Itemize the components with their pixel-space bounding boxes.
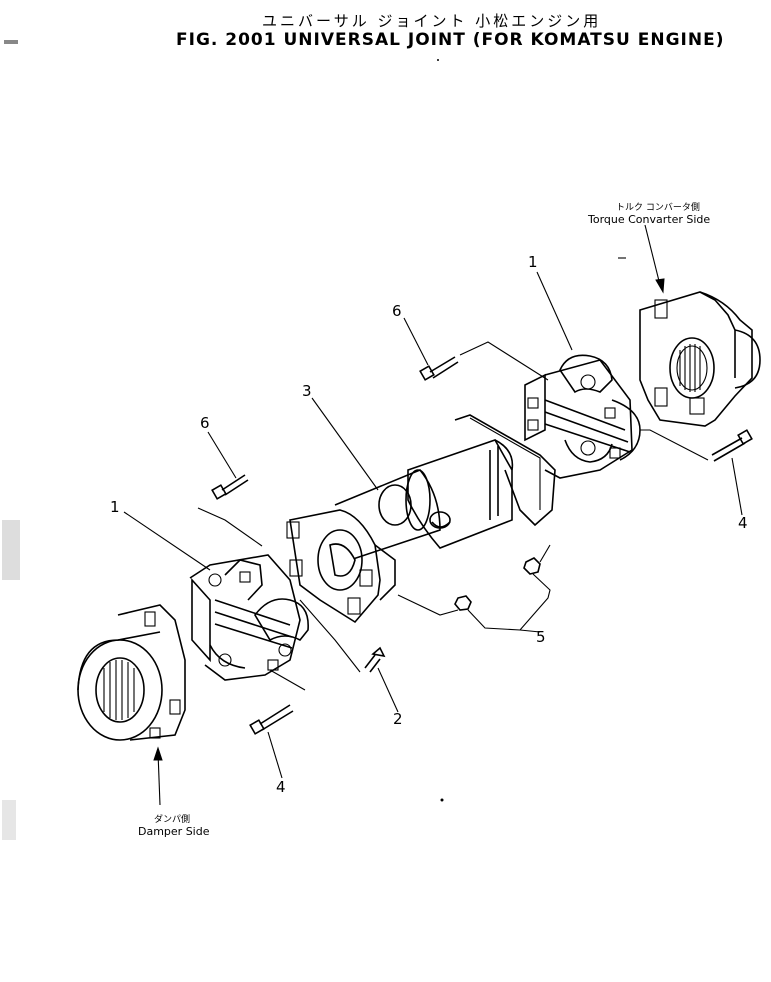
nut-right <box>523 557 541 575</box>
damper-side-arrow <box>153 746 163 806</box>
callout-3: 3 <box>302 382 312 400</box>
torque-side-japanese: トルク コンバータ側 <box>616 203 700 213</box>
leader-lines <box>123 271 743 779</box>
universal-cross-left <box>189 554 309 681</box>
torque-converter-flange <box>639 291 761 427</box>
damper-side-label: ダンパ側 Damper Side <box>138 812 209 838</box>
damper-side-english: Damper Side <box>138 825 210 838</box>
torque-side-arrow <box>644 224 665 294</box>
callout-6-left: 6 <box>200 414 210 432</box>
callout-2: 2 <box>393 710 403 728</box>
torque-converter-side-label: トルク コンバータ側 Torque Convarter Side <box>588 200 710 226</box>
bolt-left-6 <box>211 474 249 500</box>
bolt-upper-6 <box>419 356 459 381</box>
damper-side-japanese: ダンパ側 <box>154 815 191 825</box>
bolt-lower-4 <box>249 704 294 735</box>
universal-cross-right <box>524 354 641 479</box>
figure-title-japanese: ユニバーサル ジョイント 小松エンジン用 <box>262 12 602 30</box>
callout-4-lower: 4 <box>276 778 286 796</box>
grease-fitting-2 <box>364 646 386 673</box>
callout-1-right: 1 <box>528 253 538 271</box>
scan-noise <box>2 40 444 840</box>
figure-title: FIG. 2001 UNIVERSAL JOINT (FOR KOMATSU E… <box>176 30 725 50</box>
center-shaft-yoke <box>286 469 441 624</box>
torque-side-english: Torque Convarter Side <box>588 213 711 226</box>
callout-4-right: 4 <box>738 514 748 532</box>
bolt-right-4 <box>711 429 753 462</box>
nut-center <box>454 595 472 611</box>
damper-flange <box>77 604 186 741</box>
callout-6-upper: 6 <box>392 302 402 320</box>
callout-1-left: 1 <box>110 498 120 516</box>
callout-5: 5 <box>536 628 546 646</box>
